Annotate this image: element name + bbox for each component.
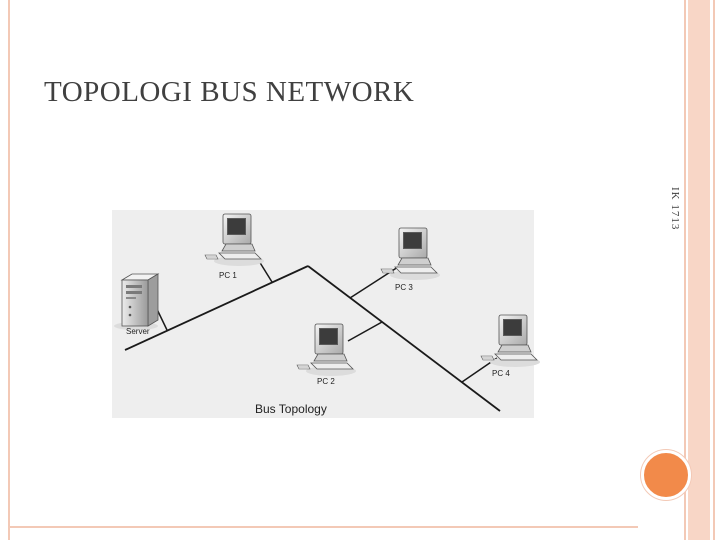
- pc2-label: PC 2: [317, 377, 335, 386]
- pc3-label: PC 3: [395, 283, 413, 292]
- vertical-course-code: IK 1713: [669, 187, 681, 230]
- bottom-border-line: [8, 526, 638, 528]
- diagram-caption: Bus Topology: [255, 402, 327, 416]
- slide-title: TOPOLOGI BUS NETWORK: [44, 76, 414, 109]
- decorative-orange-circle: [641, 450, 691, 500]
- bus-topology-diagram: Server PC 1 PC 2 PC 3 PC 4 Bus Topology: [112, 210, 552, 425]
- pc4-label: PC 4: [492, 369, 510, 378]
- server-label: Server: [126, 327, 150, 336]
- right-decorative-band: [688, 0, 710, 540]
- right-border-line-outer: [713, 0, 715, 540]
- pc1-label: PC 1: [219, 271, 237, 280]
- diagram-background: [112, 210, 534, 418]
- left-border-line: [8, 0, 10, 540]
